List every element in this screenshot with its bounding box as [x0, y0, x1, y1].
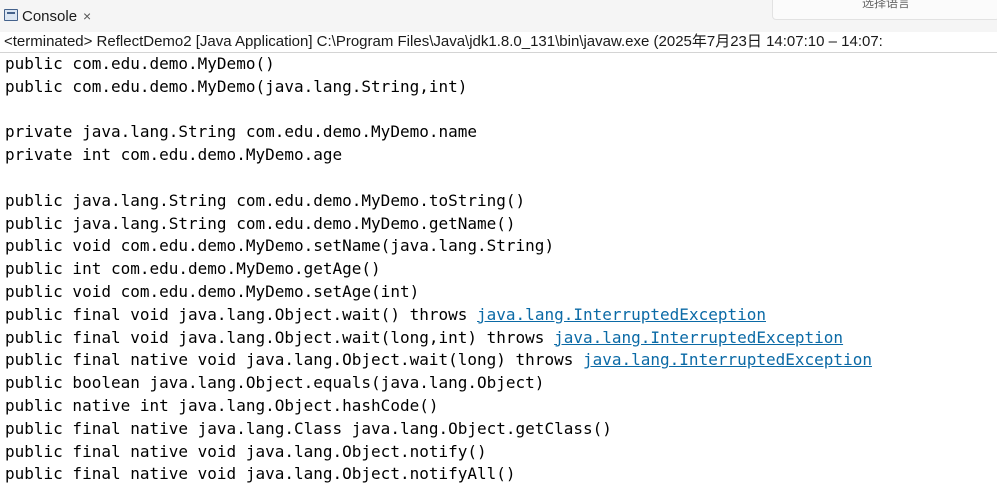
exception-link[interactable]: java.lang.InterruptedException: [582, 350, 872, 370]
console-line: [5, 99, 872, 122]
console-line-text: public void com.edu.demo.MyDemo.setAge(i…: [5, 281, 420, 301]
console-line: public java.lang.String com.edu.demo.MyD…: [5, 190, 872, 213]
close-icon[interactable]: ×: [83, 8, 92, 24]
console-tab-bar: Console × 选择语言: [0, 0, 997, 32]
console-line-text: private java.lang.String com.edu.demo.My…: [5, 122, 478, 142]
console-line: public final native java.lang.Class java…: [5, 418, 872, 441]
console-line-text: public final native void java.lang.Objec…: [5, 350, 583, 370]
console-line: public void com.edu.demo.MyDemo.setAge(i…: [5, 281, 872, 304]
console-line: public boolean java.lang.Object.equals(j…: [5, 372, 872, 395]
console-status-line: <terminated> ReflectDemo2 [Java Applicat…: [4, 33, 883, 50]
console-line-text: public final native void java.lang.Objec…: [5, 464, 516, 484]
console-line: public final native void java.lang.Objec…: [5, 463, 872, 486]
console-line: public com.edu.demo.MyDemo(java.lang.Str…: [5, 76, 872, 99]
console-line-text: public void com.edu.demo.MyDemo.setName(…: [5, 236, 555, 256]
console-line: public native int java.lang.Object.hashC…: [5, 395, 872, 418]
console-line-text: public final native void java.lang.Objec…: [5, 441, 487, 461]
console-line: public final native void java.lang.Objec…: [5, 349, 872, 372]
console-line-text: public final native java.lang.Class java…: [5, 418, 612, 438]
console-tab[interactable]: Console ×: [4, 5, 91, 27]
console-line-text: public boolean java.lang.Object.equals(j…: [5, 373, 545, 393]
console-line-text: private int com.edu.demo.MyDemo.age: [5, 145, 343, 165]
console-line: public com.edu.demo.MyDemo(): [5, 53, 872, 76]
console-line-text: public native int java.lang.Object.hashC…: [5, 395, 439, 415]
console-output[interactable]: public com.edu.demo.MyDemo() public com.e…: [5, 53, 872, 486]
console-line: public final void java.lang.Object.wait(…: [5, 327, 872, 350]
console-icon: [4, 9, 18, 21]
console-line: public void com.edu.demo.MyDemo.setName(…: [5, 235, 872, 258]
console-line-text: public com.edu.demo.MyDemo(java.lang.Str…: [5, 76, 468, 96]
console-line: public int com.edu.demo.MyDemo.getAge(): [5, 258, 872, 281]
console-line: public final native void java.lang.Objec…: [5, 441, 872, 464]
exception-link[interactable]: java.lang.InterruptedException: [554, 327, 844, 347]
console-line-text: public com.edu.demo.MyDemo(): [5, 54, 275, 73]
console-line-text: public final void java.lang.Object.wait(…: [5, 327, 555, 347]
console-line: private int com.edu.demo.MyDemo.age: [5, 144, 872, 167]
console-line: public final void java.lang.Object.wait(…: [5, 304, 872, 327]
status-divider: [0, 52, 997, 53]
exception-link[interactable]: java.lang.InterruptedException: [477, 304, 766, 324]
console-tab-label: Console: [22, 7, 78, 25]
console-line: public java.lang.String com.edu.demo.MyD…: [5, 213, 872, 236]
console-line-text: public int com.edu.demo.MyDemo.getAge(): [5, 259, 381, 279]
language-select-button[interactable]: 选择语言: [772, 0, 997, 20]
console-line-text: public java.lang.String com.edu.demo.MyD…: [5, 213, 516, 233]
console-line-text: public java.lang.String com.edu.demo.MyD…: [5, 190, 526, 210]
console-line: private java.lang.String com.edu.demo.My…: [5, 121, 872, 144]
console-line-text: public final void java.lang.Object.wait(…: [5, 304, 478, 324]
console-line: [5, 167, 872, 190]
